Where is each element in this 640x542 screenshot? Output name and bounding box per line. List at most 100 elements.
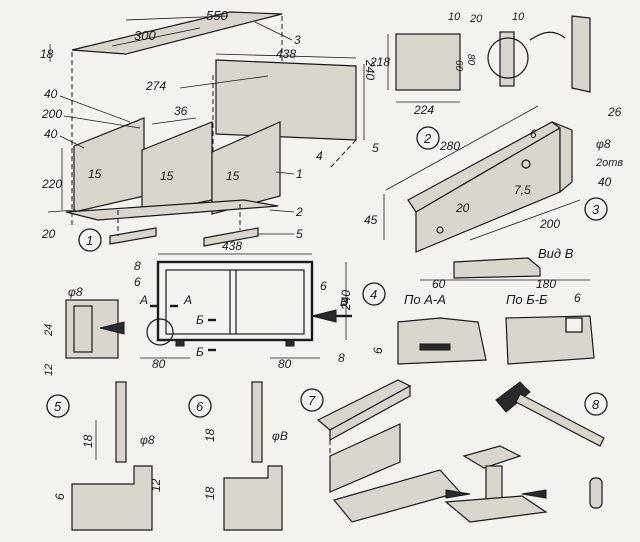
fig-7-number: 7 xyxy=(308,393,316,408)
dim-218: 218 xyxy=(369,55,390,69)
label-b1: Б xyxy=(196,313,204,327)
dim-438: 438 xyxy=(222,239,242,253)
dim-line-274 xyxy=(179,75,269,89)
leader-20 xyxy=(47,209,77,213)
section-bb-notch xyxy=(565,317,583,333)
dim-line-550 xyxy=(125,15,229,21)
dim-200: 200 xyxy=(539,217,560,231)
dim-80-left: 80 xyxy=(152,357,166,371)
figure-4-front-view: 438 240 8 6 6 8 80 80 A A Б Б B 4 xyxy=(134,239,386,371)
figure-8-hammer-press: 8 xyxy=(444,381,608,523)
dim-20: 20 xyxy=(469,13,483,25)
plinth-right xyxy=(203,227,259,247)
figure-2-panel: 218 224 10 20 10 60 80 2 xyxy=(369,11,591,150)
dim-36: 36 xyxy=(174,104,188,118)
dim-40-top: 40 xyxy=(44,87,58,101)
detail-circle-2 xyxy=(487,37,529,79)
fig-5-marker xyxy=(46,394,70,418)
part-1: 1 xyxy=(296,167,303,181)
dim-15-c: 15 xyxy=(226,169,240,183)
leader-2 xyxy=(269,209,295,213)
section-aa-shape xyxy=(397,317,487,365)
dim-line-280 xyxy=(385,105,539,191)
section-bb-6: 6 xyxy=(574,291,581,305)
fig-2-number: 2 xyxy=(423,131,432,146)
press-base xyxy=(444,495,548,523)
fig6-18-b: 18 xyxy=(203,486,217,500)
fig5-dowel xyxy=(115,381,127,463)
leader-200 xyxy=(63,115,141,129)
dim-20: 20 xyxy=(41,227,56,241)
fig-1-number: 1 xyxy=(86,233,93,248)
figure-7-assembly: 7 xyxy=(300,379,462,523)
partition-middle xyxy=(141,121,213,215)
fig6-phiB: φB xyxy=(272,429,288,443)
dim-6-left: 6 xyxy=(134,275,141,289)
part-2: 2 xyxy=(295,205,303,219)
detail-arrow-2 xyxy=(529,31,566,41)
dim-220: 220 xyxy=(41,177,62,191)
section-bb-title: По Б-Б xyxy=(506,292,548,307)
dim-274: 274 xyxy=(145,79,166,93)
dim-8-bottom: 8 xyxy=(338,351,345,365)
fig-4-number: 4 xyxy=(370,287,377,302)
panel-front xyxy=(395,33,461,91)
dim-10-b: 10 xyxy=(512,11,525,23)
fig-8-marker xyxy=(584,392,608,416)
figure-3-bracket: 280 45 26 6 φ8 2отв 40 7,5 20 200 3 xyxy=(364,105,623,253)
label-a1: A xyxy=(139,293,148,307)
panel-edge xyxy=(499,31,515,87)
section-aa-title: По А-А xyxy=(404,292,446,307)
dim-40: 40 xyxy=(598,175,612,189)
fig-3-marker xyxy=(584,197,608,221)
leader-1 xyxy=(275,171,295,175)
dim-240: 240 xyxy=(339,290,353,311)
dim-line-300 xyxy=(111,27,201,47)
dim-line-438 xyxy=(215,53,357,59)
dim-5: 5 xyxy=(372,141,379,155)
fig5-18: 18 xyxy=(81,434,95,448)
fig-7-marker xyxy=(300,388,324,412)
leader-3 xyxy=(254,21,293,41)
foot-right xyxy=(285,339,295,347)
dim-15-a: 15 xyxy=(88,167,102,181)
hammer-handle xyxy=(515,393,605,447)
dim-15-b: 15 xyxy=(160,169,174,183)
leader-40-bottom xyxy=(59,135,85,149)
dim-20: 20 xyxy=(455,201,470,215)
dim-line-36 xyxy=(151,117,197,125)
detail-circle-4 xyxy=(146,318,174,346)
dim-8-top: 8 xyxy=(134,259,141,273)
dim-280: 280 xyxy=(439,139,460,153)
press-arrow-left xyxy=(445,489,471,499)
label-b2: Б xyxy=(196,345,204,359)
press-arrow-right xyxy=(521,489,547,499)
dim-45: 45 xyxy=(364,213,378,227)
dim-60: 60 xyxy=(453,60,464,72)
fig5-6: 6 xyxy=(53,493,67,500)
slot-detail xyxy=(571,15,591,93)
dim-438: 438 xyxy=(276,47,296,61)
hole-2 xyxy=(436,226,444,234)
fig-4-marker xyxy=(362,282,386,306)
fig5-phi8: φ8 xyxy=(140,433,155,447)
section-aa-groove xyxy=(419,343,451,351)
dim-6: 6 xyxy=(530,127,537,141)
detail-24: 24 xyxy=(43,324,55,337)
fig5-12: 12 xyxy=(149,478,163,492)
dim-550: 550 xyxy=(206,8,228,23)
dim-80-right: 80 xyxy=(278,357,292,371)
hammer-head xyxy=(495,381,531,413)
figure-5-dowel-joint: 18 φ8 6 12 5 xyxy=(46,381,163,531)
base-board xyxy=(65,199,279,221)
view-b-60: 60 xyxy=(432,277,446,291)
hole-1 xyxy=(521,159,531,169)
figure-1-exploded-cabinet: 550 300 3 18 438 240 4 5 274 36 xyxy=(40,8,379,252)
part-5: 5 xyxy=(296,227,303,241)
label-view-b: B xyxy=(340,295,348,309)
fig-3-number: 3 xyxy=(592,202,600,217)
cabinet-inner xyxy=(165,269,305,335)
dim-200: 200 xyxy=(41,107,62,121)
